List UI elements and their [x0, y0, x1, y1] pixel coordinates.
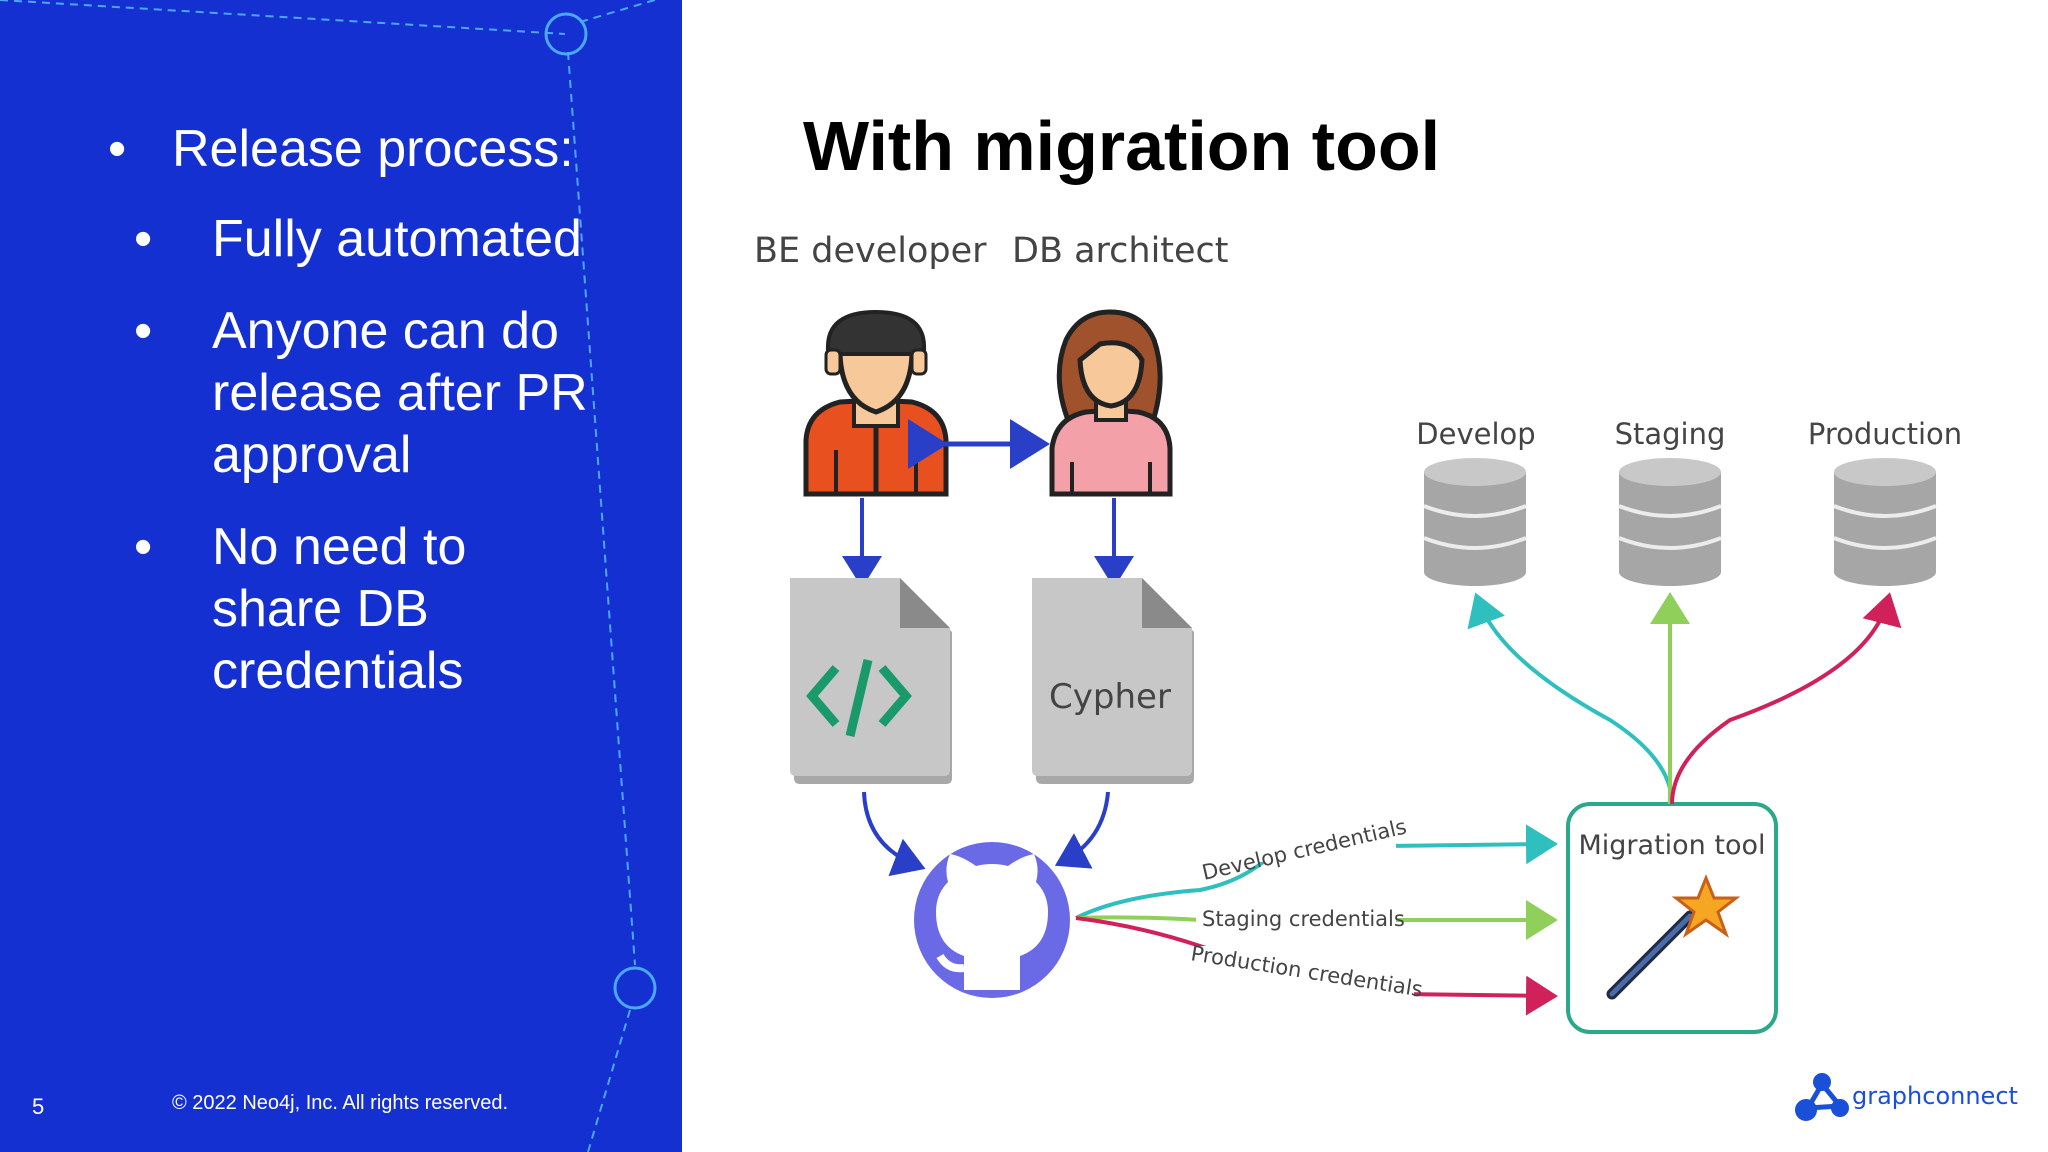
graphconnect-logo: graphconnect: [1795, 1073, 2018, 1121]
arrow-tool-to-production: [1670, 592, 1902, 805]
slide-title: With migration tool: [803, 107, 1441, 185]
label-be-developer: BE developer: [754, 231, 987, 271]
db-label-staging: Staging: [1615, 417, 1726, 451]
arrow-tool-to-develop: [1467, 592, 1674, 805]
staging-credentials-line: [1075, 900, 1558, 940]
decorative-network-lines: [0, 0, 659, 1152]
code-file-icon: [790, 578, 952, 784]
db-label-develop: Develop: [1416, 417, 1535, 451]
bullet-list: Release process: Fully automated Anyone …: [108, 118, 592, 702]
magic-wand-icon: [1606, 873, 1741, 1000]
github-icon: [914, 842, 1070, 998]
arrow-code-to-github: [862, 791, 926, 877]
db-label-production: Production: [1808, 417, 1962, 451]
bullet-main: Release process:: [108, 118, 592, 180]
graphconnect-logo-text: graphconnect: [1852, 1082, 2018, 1110]
staging-database-icon: [1618, 458, 1722, 586]
bullet-sub: Anyone can do release after PR approval: [108, 300, 592, 486]
cypher-file-label: Cypher: [1049, 677, 1171, 717]
copyright: © 2022 Neo4j, Inc. All rights reserved.: [172, 1092, 509, 1114]
developer-person-icon: [803, 309, 949, 497]
slide-number: 5: [32, 1094, 45, 1119]
migration-diagram: BE developer DB architect: [754, 231, 2018, 1121]
staging-credentials-label: Staging credentials: [1202, 907, 1405, 931]
migration-tool-label: Migration tool: [1578, 830, 1765, 861]
bullet-sub: No need to share DB credentials: [108, 516, 592, 702]
label-db-architect: DB architect: [1012, 231, 1229, 271]
left-panel: Release process: Fully automated Anyone …: [0, 0, 682, 1152]
develop-database-icon: [1423, 458, 1527, 586]
architect-person-icon: [1049, 309, 1173, 497]
arrow-cypher-to-github: [1054, 791, 1110, 869]
production-database-icon: [1833, 458, 1937, 586]
bullet-sub: Fully automated: [108, 208, 592, 270]
cypher-file-icon: [1032, 578, 1194, 784]
